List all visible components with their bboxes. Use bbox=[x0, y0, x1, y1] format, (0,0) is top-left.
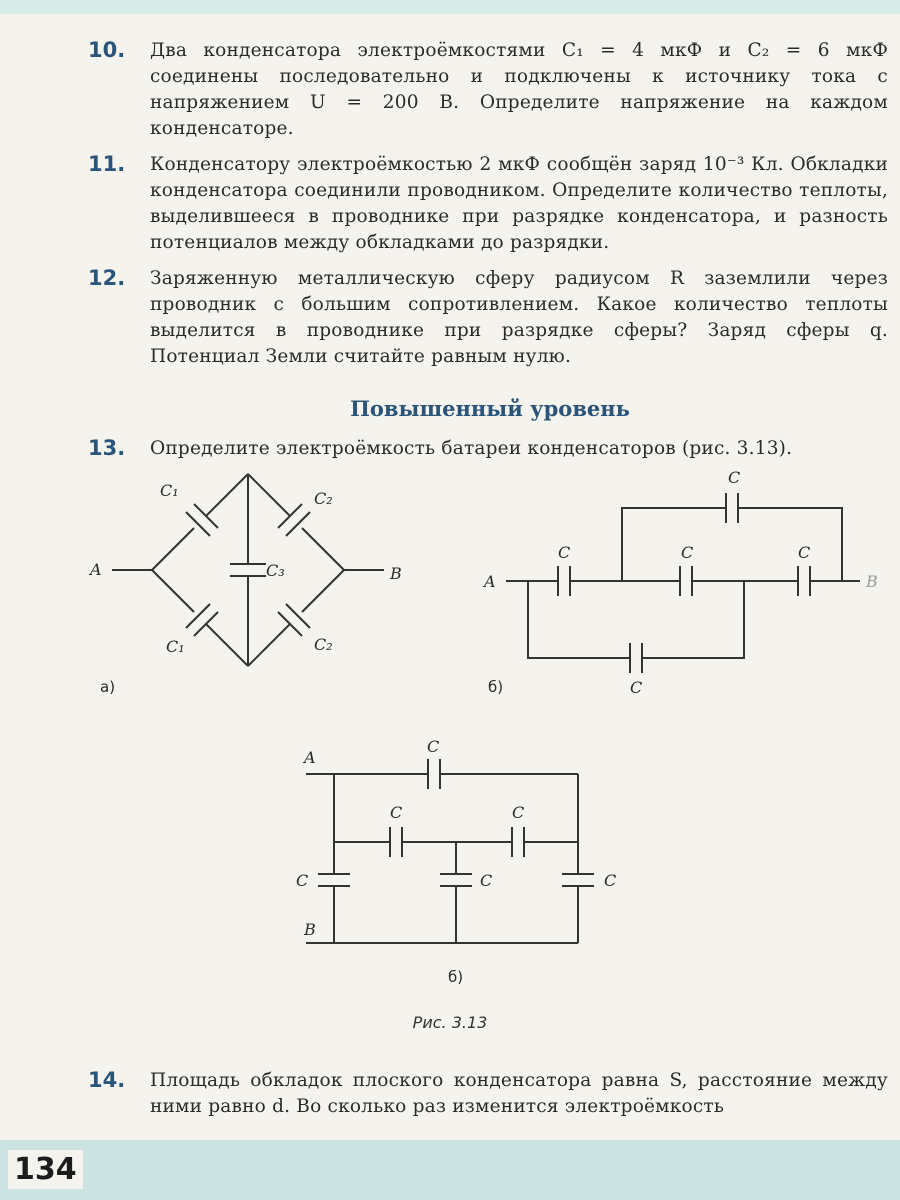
capacitor-label: C bbox=[798, 543, 810, 562]
capacitor-label: C bbox=[728, 468, 740, 487]
circuit-panel-b bbox=[506, 493, 860, 673]
problem-number: 12. bbox=[88, 266, 126, 290]
panel-a-label: а) bbox=[100, 678, 116, 696]
capacitor-label: C₂ bbox=[314, 489, 333, 508]
problem-12: 12. Заряженную металлическую сферу радиу… bbox=[88, 266, 888, 370]
capacitor-label: C bbox=[558, 543, 570, 562]
problem-number: 13. bbox=[88, 436, 126, 460]
node-a-label: A bbox=[88, 560, 102, 579]
page-number: 134 bbox=[8, 1150, 83, 1189]
circuit-panel-c bbox=[306, 759, 594, 944]
capacitor-label: C bbox=[390, 803, 402, 822]
capacitor-label: C bbox=[296, 871, 308, 890]
top-band bbox=[0, 0, 900, 14]
problem-text: Два конденсатора электроёмкостями C₁ = 4… bbox=[150, 40, 888, 139]
problem-10: 10. Два конденсатора электроёмкостями C₁… bbox=[88, 38, 888, 142]
capacitor-label: C₁ bbox=[160, 481, 179, 500]
bottom-band bbox=[0, 1140, 900, 1200]
problem-11: 11. Конденсатору электроёмкостью 2 мкФ с… bbox=[88, 152, 888, 256]
book-page bbox=[0, 14, 900, 1144]
problem-number: 11. bbox=[88, 152, 126, 176]
node-b-label: B bbox=[303, 920, 316, 939]
node-b-label: B bbox=[389, 564, 402, 583]
capacitor-label: C bbox=[681, 543, 693, 562]
circuit-panel-a bbox=[112, 473, 384, 667]
problem-number: 10. bbox=[88, 38, 126, 62]
problem-text: Площадь обкладок плоского конденсатора р… bbox=[150, 1070, 888, 1117]
problem-number: 14. bbox=[88, 1068, 126, 1092]
capacitor-label: C bbox=[604, 871, 616, 890]
capacitor-label: C bbox=[512, 803, 524, 822]
capacitor-label: C₃ bbox=[266, 561, 285, 580]
problem-14: 14. Площадь обкладок плоского конденсато… bbox=[88, 1068, 888, 1120]
section-heading: Повышенный уровень bbox=[350, 396, 630, 421]
capacitor-label: C₂ bbox=[314, 635, 333, 654]
problem-text: Определите электроёмкость батареи конден… bbox=[150, 438, 793, 459]
panel-b-label: б) bbox=[488, 678, 504, 696]
capacitor-label: C bbox=[630, 678, 642, 697]
capacitor-label: C bbox=[480, 871, 492, 890]
capacitor-label: C₁ bbox=[166, 637, 185, 656]
figure-caption: Рис. 3.13 bbox=[412, 1013, 488, 1032]
problem-13: 13. Определите электроёмкость батареи ко… bbox=[88, 436, 888, 462]
problem-text: Заряженную металлическую сферу радиусом … bbox=[150, 268, 888, 367]
node-b-label: B bbox=[865, 572, 878, 591]
node-a-label: A bbox=[302, 748, 316, 767]
panel-c-label: б) bbox=[448, 968, 464, 986]
problem-text: Конденсатору электроёмкостью 2 мкФ сообщ… bbox=[150, 154, 888, 253]
node-a-label: A bbox=[482, 572, 496, 591]
capacitor-label: C bbox=[427, 737, 439, 756]
